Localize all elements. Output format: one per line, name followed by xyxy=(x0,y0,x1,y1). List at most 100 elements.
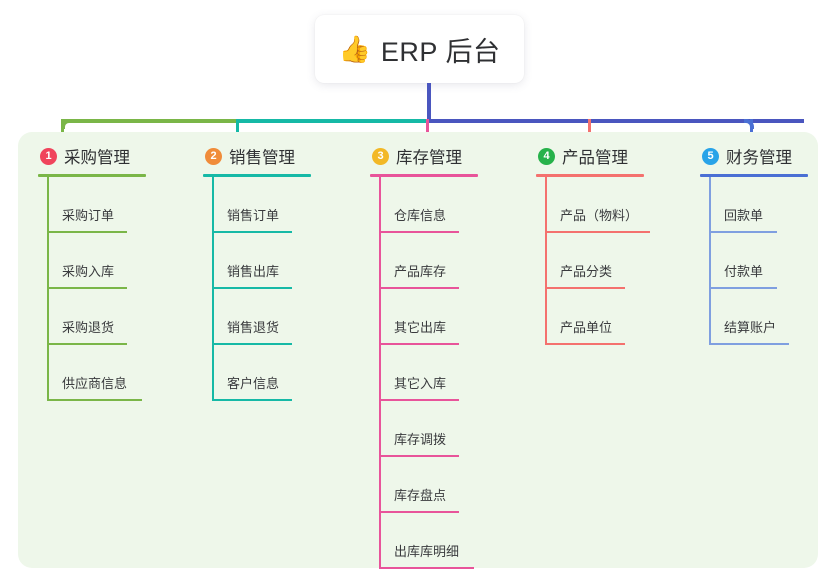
leaf-item-rule xyxy=(709,343,789,345)
branch-header-1[interactable]: 1 采购管理 xyxy=(38,144,146,168)
leaf-item-label: 结算账户 xyxy=(724,320,777,335)
thumbs-up-icon: 👍 xyxy=(338,34,371,64)
leaf-item-rule xyxy=(212,231,292,233)
leaf-item[interactable]: 结算账户 xyxy=(700,289,808,345)
branch-column-5: 5 财务管理回款单付款单结算账户 xyxy=(700,144,808,345)
leaf-item-label: 产品分类 xyxy=(560,264,613,279)
branch-item-list-3: 仓库信息产品库存其它出库其它入库库存调拨库存盘点出库库明细 xyxy=(370,177,478,569)
leaf-item[interactable]: 产品分类 xyxy=(536,233,644,289)
leaf-item-rule xyxy=(709,231,777,233)
connector-elbow-right xyxy=(744,119,754,129)
leaf-item[interactable]: 采购订单 xyxy=(38,177,146,233)
leaf-item-rule xyxy=(379,343,459,345)
leaf-item[interactable]: 其它入库 xyxy=(370,345,478,401)
leaf-item-rule xyxy=(545,343,625,345)
branch-spine-1 xyxy=(47,177,49,401)
connector-stem xyxy=(427,83,431,123)
branch-item-list-5: 回款单付款单结算账户 xyxy=(700,177,808,345)
leaf-item-label: 销售出库 xyxy=(227,264,280,279)
connector-bus-teal xyxy=(237,119,427,123)
branch-title-4: 产品管理 xyxy=(562,149,628,167)
leaf-item-label: 销售退货 xyxy=(227,320,280,335)
leaf-item-label: 回款单 xyxy=(724,208,764,223)
leaf-item[interactable]: 采购退货 xyxy=(38,289,146,345)
root-node-card[interactable]: 👍 ERP 后台 xyxy=(315,15,524,83)
leaf-item[interactable]: 销售出库 xyxy=(203,233,311,289)
leaf-item-rule xyxy=(379,231,459,233)
leaf-item-label: 库存调拨 xyxy=(394,432,447,447)
leaf-item-label: 采购订单 xyxy=(62,208,115,223)
leaf-item-label: 仓库信息 xyxy=(394,208,447,223)
leaf-item-label: 产品库存 xyxy=(394,264,447,279)
leaf-item-label: 采购入库 xyxy=(62,264,115,279)
branch-title-3: 库存管理 xyxy=(396,149,462,167)
branch-item-list-4: 产品（物料） 产品分类产品单位 xyxy=(536,177,650,345)
leaf-item[interactable]: 销售退货 xyxy=(203,289,311,345)
leaf-item[interactable]: 采购入库 xyxy=(38,233,146,289)
leaf-item[interactable]: 回款单 xyxy=(700,177,808,233)
branch-header-5[interactable]: 5 财务管理 xyxy=(700,144,808,168)
branch-badge-5: 5 xyxy=(702,147,719,165)
leaf-item-label: 客户信息 xyxy=(227,376,280,391)
leaf-item-rule xyxy=(379,567,474,569)
leaf-item-rule xyxy=(379,399,459,401)
leaf-item-label: 付款单 xyxy=(724,264,764,279)
branch-item-list-2: 销售订单销售出库销售退货客户信息 xyxy=(203,177,311,401)
branch-badge-3: 3 xyxy=(372,147,389,165)
leaf-item-rule xyxy=(47,343,127,345)
branch-header-rule-1 xyxy=(38,174,146,177)
leaf-item-label: 出库库明细 xyxy=(394,544,460,559)
leaf-item[interactable]: 仓库信息 xyxy=(370,177,478,233)
leaf-item[interactable]: 出库库明细 xyxy=(370,513,478,569)
leaf-item[interactable]: 库存盘点 xyxy=(370,457,478,513)
leaf-item[interactable]: 库存调拨 xyxy=(370,401,478,457)
leaf-item[interactable]: 产品单位 xyxy=(536,289,644,345)
branch-item-list-1: 采购订单采购入库采购退货供应商信息 xyxy=(38,177,146,401)
leaf-item-rule xyxy=(47,287,127,289)
branch-header-rule-5 xyxy=(700,174,808,177)
leaf-item[interactable]: 付款单 xyxy=(700,233,808,289)
leaf-item[interactable]: 产品库存 xyxy=(370,233,478,289)
leaf-item-rule xyxy=(47,231,127,233)
branch-badge-1: 1 xyxy=(40,147,57,165)
leaf-item-rule xyxy=(379,455,459,457)
leaf-item[interactable]: 产品（物料） xyxy=(536,177,650,233)
branch-column-1: 1 采购管理采购订单采购入库采购退货供应商信息 xyxy=(38,144,146,401)
branch-spine-4 xyxy=(545,177,547,345)
branch-badge-2: 2 xyxy=(205,147,222,165)
leaf-item-rule xyxy=(709,287,777,289)
leaf-item-label: 其它入库 xyxy=(394,376,447,391)
leaf-item[interactable]: 客户信息 xyxy=(203,345,311,401)
leaf-item-rule xyxy=(212,343,292,345)
leaf-item-label: 供应商信息 xyxy=(62,376,128,391)
branch-title-1: 采购管理 xyxy=(64,149,130,167)
branch-spine-5 xyxy=(709,177,711,345)
leaf-item[interactable]: 供应商信息 xyxy=(38,345,146,401)
branch-header-3[interactable]: 3 库存管理 xyxy=(370,144,478,168)
branch-header-rule-3 xyxy=(370,174,478,177)
connector-bus-indigo xyxy=(427,119,804,123)
branch-header-4[interactable]: 4 产品管理 xyxy=(536,144,644,168)
branch-column-4: 4 产品管理产品（物料） 产品分类产品单位 xyxy=(536,144,650,345)
leaf-item-rule xyxy=(545,231,650,233)
branch-spine-2 xyxy=(212,177,214,401)
leaf-item-rule xyxy=(47,399,142,401)
leaf-item-label: 库存盘点 xyxy=(394,488,447,503)
connector-elbow-left xyxy=(61,119,71,129)
branch-title-5: 财务管理 xyxy=(726,149,792,167)
connector-bus-green xyxy=(61,119,237,123)
leaf-item-label: 产品（物料） xyxy=(560,208,639,223)
leaf-item[interactable]: 其它出库 xyxy=(370,289,478,345)
leaf-item-rule xyxy=(212,287,292,289)
leaf-item-rule xyxy=(212,399,292,401)
leaf-item-label: 其它出库 xyxy=(394,320,447,335)
branches-panel xyxy=(18,132,818,568)
leaf-item-rule xyxy=(379,287,459,289)
branch-spine-3 xyxy=(379,177,381,569)
branch-badge-4: 4 xyxy=(538,147,555,165)
leaf-item[interactable]: 销售订单 xyxy=(203,177,311,233)
page-title: ERP 后台 xyxy=(380,36,501,67)
